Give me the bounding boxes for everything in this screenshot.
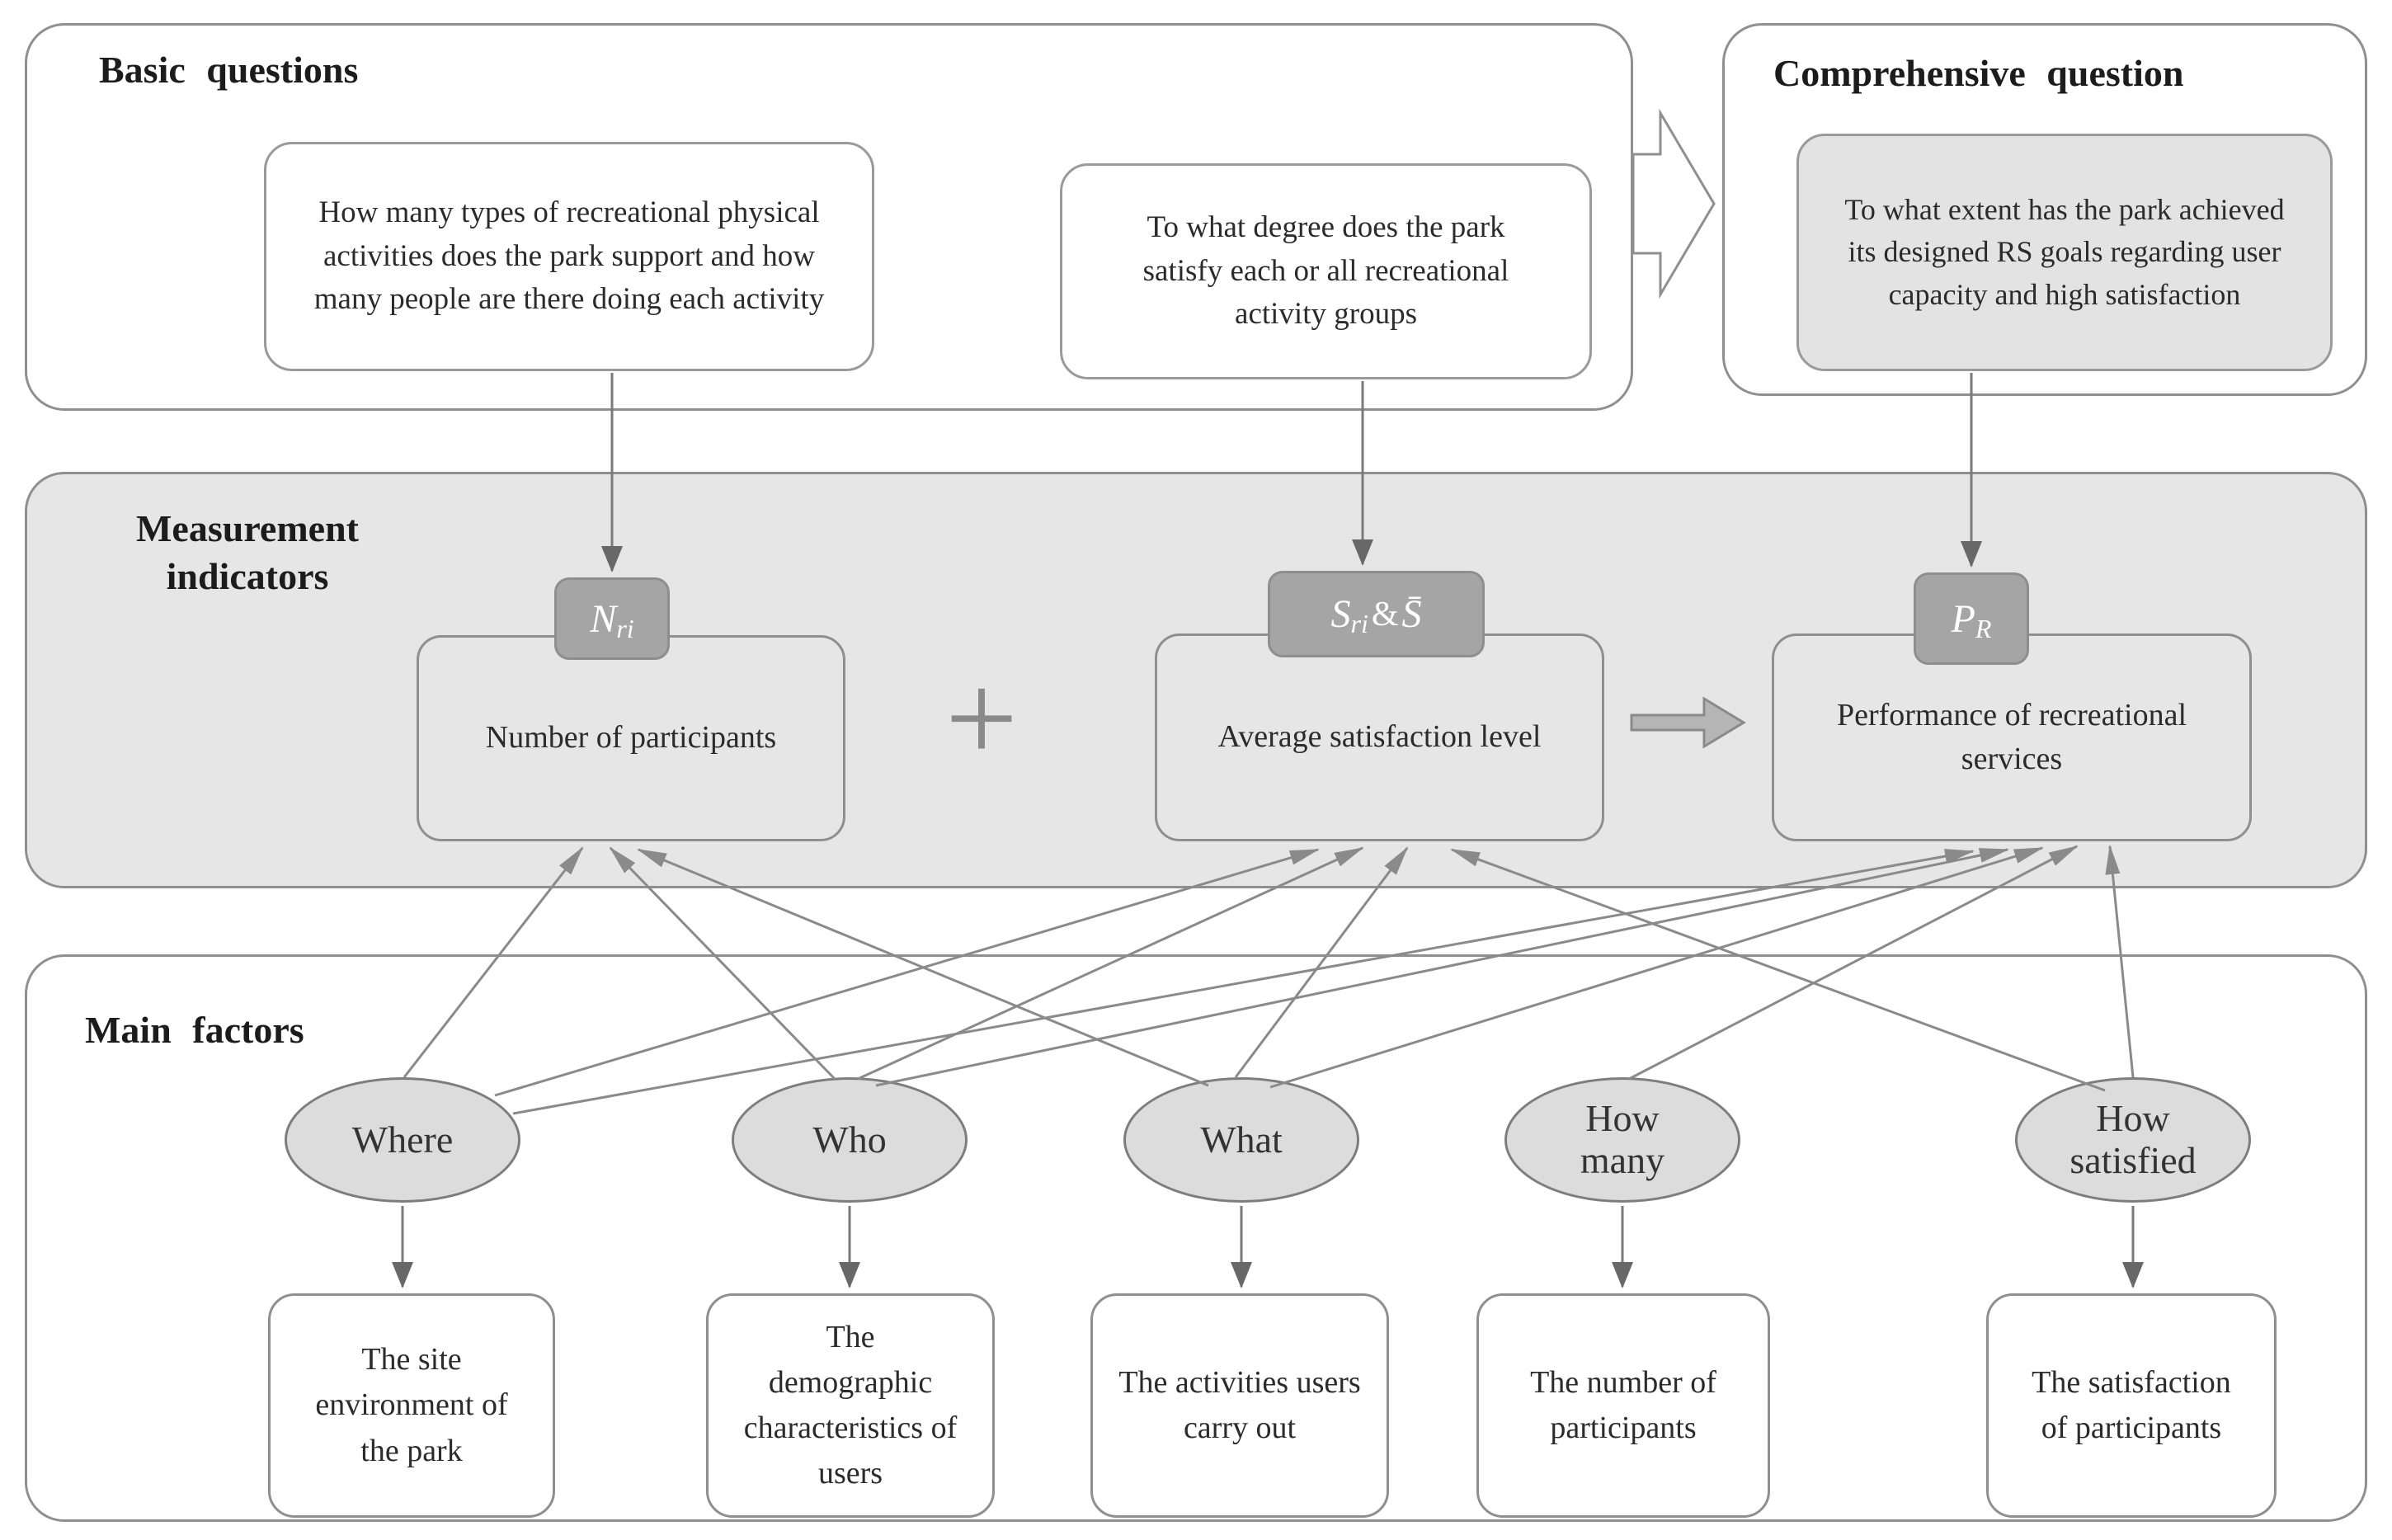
badge-join: & [1371,595,1399,633]
measurement-indicators-title: Measurement indicators [82,505,412,600]
factor-label: What [1200,1118,1283,1161]
plus-operator-icon: + [945,647,1018,789]
description-box-demographics: The demographic characteristics of users [706,1293,995,1518]
factor-ellipse-how-many: How many [1504,1077,1740,1203]
description-text: The activities users carry out [1118,1364,1361,1445]
description-box-number: The number of participants [1476,1293,1770,1518]
indicator-label: Average satisfaction level [1217,719,1542,755]
main-factors-title: Main factors [85,1009,304,1051]
comprehensive-question-title: Comprehensive question [1773,52,2184,94]
indicator-box-number-of-participants: Number of participants [417,635,845,841]
question-text: To what degree does the park satisfy eac… [1142,210,1509,332]
description-text: The number of participants [1530,1364,1716,1445]
factor-ellipse-how-satisfied: How satisfied [2015,1077,2251,1203]
factor-label: Who [812,1118,887,1161]
description-box-satisfaction: The satisfaction of participants [1986,1293,2277,1518]
indicator-box-performance: Performance of recreational services [1772,633,2252,841]
description-text: The satisfaction of participants [2032,1364,2231,1445]
badge-base: P [1951,596,1975,641]
factor-label: How satisfied [2069,1097,2197,1181]
indicator-label: Performance of recreational services [1836,697,2187,776]
basic-questions-title: Basic questions [99,49,359,91]
badge-base: S [1330,592,1351,636]
factor-ellipse-where: Where [285,1077,520,1203]
question-text: How many types of recreational physical … [313,195,825,317]
question-text: To what extent has the park achieved its… [1844,193,2285,311]
measurement-title-line1: Measurement [136,507,359,549]
block-arrow-right-icon [1632,108,1716,299]
question-box-participation: How many types of recreational physical … [264,142,874,371]
badge-sbar: S̄ [1401,592,1422,636]
badge-base: N [590,596,617,641]
description-text: The demographic characteristics of users [743,1319,958,1491]
measurement-title-line2: indicators [166,554,329,597]
factor-ellipse-who: Who [732,1077,968,1203]
description-text: The site environment of the park [315,1342,508,1468]
question-box-comprehensive: To what extent has the park achieved its… [1796,134,2333,371]
factor-label: Where [351,1118,454,1161]
description-box-site-environment: The site environment of the park [268,1293,555,1518]
indicator-box-average-satisfaction: Average satisfaction level [1155,633,1604,841]
badge-subscript: ri [1350,609,1368,638]
badge-subscript: ri [616,613,634,643]
badge-subscript: R [1975,613,1992,643]
factor-label: How many [1580,1097,1665,1181]
description-box-activities: The activities users carry out [1090,1293,1389,1518]
indicator-label: Number of participants [485,720,777,756]
factor-ellipse-what: What [1123,1077,1359,1203]
question-box-satisfaction: To what degree does the park satisfy eac… [1060,163,1592,379]
